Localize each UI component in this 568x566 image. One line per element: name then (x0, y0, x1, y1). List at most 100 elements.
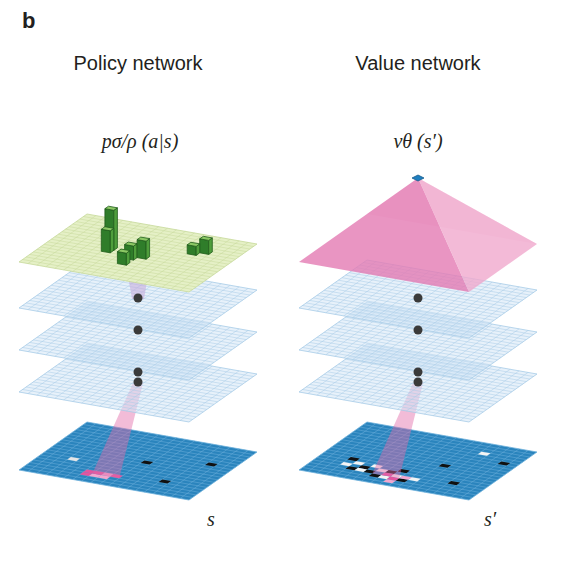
grid-line (317, 379, 487, 409)
grid-line (73, 223, 141, 271)
grid-line (37, 337, 207, 367)
grid-line (62, 232, 232, 262)
grid-line (460, 288, 528, 336)
stone (159, 480, 172, 484)
bar-face (117, 252, 126, 266)
grid-line (26, 345, 196, 375)
ellipsis-dot (414, 368, 423, 377)
grid-line (324, 452, 494, 482)
grid-line (30, 384, 200, 414)
grid-line (126, 441, 194, 489)
grid-line (338, 280, 508, 310)
grid-line (415, 443, 483, 491)
ellipsis-dot (134, 326, 143, 335)
grid-line (73, 224, 243, 254)
grid-line (26, 303, 196, 333)
grid-line (33, 340, 203, 370)
grid-line (320, 293, 490, 323)
grid-line (37, 379, 207, 409)
grid-line (162, 447, 230, 495)
stone (205, 462, 218, 466)
grid-line (451, 287, 519, 335)
grid-line (37, 295, 207, 325)
grid-line (69, 435, 239, 465)
grid-line (51, 447, 221, 477)
bar-top (187, 242, 200, 246)
stone (353, 461, 366, 465)
state-label: s (207, 508, 215, 531)
grid-line (180, 450, 248, 498)
grid-line (442, 447, 510, 495)
stone (141, 461, 154, 465)
grid-line (180, 372, 248, 420)
grid-line (353, 432, 523, 462)
grid-line (342, 440, 512, 470)
bar-top (101, 227, 114, 231)
grid-line (55, 237, 225, 267)
grid-line (317, 425, 385, 473)
grid-line (451, 449, 519, 497)
grid-line (306, 303, 476, 333)
pyramid-face (418, 178, 537, 292)
grid-line (26, 257, 196, 287)
grid-line (33, 252, 203, 282)
grid-line (66, 437, 236, 467)
ellipsis-dot (414, 294, 423, 303)
output-formula: pσ/ρ (a|s) (102, 130, 179, 153)
grid-line (40, 293, 210, 323)
bar-top (105, 206, 118, 210)
grid-line (180, 288, 248, 336)
grid-line (320, 377, 490, 407)
grid-line (30, 342, 200, 372)
grid-line (40, 377, 210, 407)
grid-line (48, 450, 218, 480)
policy-stack (19, 206, 257, 500)
grid-line (135, 235, 203, 283)
bar-top (117, 249, 129, 253)
bar-face (146, 239, 150, 260)
grid-line (310, 300, 480, 330)
stone (448, 481, 461, 485)
ellipsis-dot (134, 368, 143, 377)
grid-line (69, 227, 239, 257)
grid-line (153, 446, 221, 494)
bar-face (114, 208, 118, 251)
grid-line (66, 229, 236, 259)
grid-line (108, 230, 176, 278)
grid-line (306, 345, 476, 375)
grid-line (306, 387, 476, 417)
grid-line (310, 342, 480, 372)
grid-line (28, 216, 96, 264)
grid-line (37, 217, 105, 265)
grid-line (349, 435, 519, 465)
grid-line (313, 298, 483, 328)
pink-patch (383, 479, 396, 483)
stone (498, 462, 511, 466)
bar-top (137, 237, 150, 241)
grid-line (303, 389, 473, 419)
grid-line (335, 445, 505, 475)
stone (340, 462, 353, 466)
grid-line (460, 372, 528, 420)
ellipsis-dot (134, 294, 143, 303)
grid-line (100, 228, 168, 276)
grid-line (328, 288, 498, 318)
grid-line (30, 300, 200, 330)
state-label: s′ (484, 508, 496, 531)
grid-line (73, 432, 243, 462)
grid-line (58, 442, 228, 472)
grid-line (324, 290, 494, 320)
stone (67, 457, 80, 461)
grid-line (44, 452, 214, 482)
grid-line (23, 389, 193, 419)
grid-line (303, 347, 473, 377)
grid-line (126, 233, 194, 281)
grid-line (23, 259, 193, 289)
grid-line (37, 249, 207, 279)
grid-line (162, 285, 230, 333)
grid-line (317, 337, 487, 367)
grid-line (153, 238, 221, 286)
grid-line (58, 234, 228, 264)
grid-line (162, 239, 230, 287)
